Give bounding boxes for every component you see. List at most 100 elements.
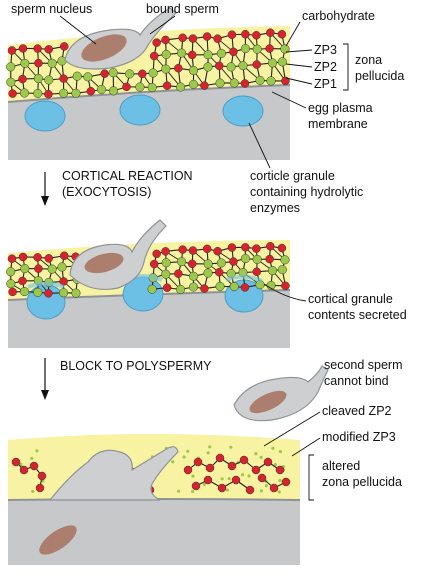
zp3-glycoprotein [252, 244, 261, 253]
cleaved-zp2-fragment [208, 445, 212, 449]
zp3-glycoprotein [229, 47, 238, 57]
zp3-glycoprotein [187, 259, 197, 269]
label-zona: zona [355, 53, 382, 67]
cleaved-zp2-fragment [202, 482, 206, 487]
sperm-nucleus [84, 252, 124, 274]
cleaved-zp2-fragment [186, 449, 190, 453]
zp2-glycoprotein [83, 72, 93, 82]
zp2-glycoprotein [96, 84, 107, 95]
leader-line [271, 91, 307, 109]
zp3-glycoprotein [161, 247, 170, 256]
zp3-glycoprotein [8, 287, 17, 297]
label-zp2: ZP2 [314, 60, 337, 74]
cleaved-zp2-fragment [206, 451, 210, 455]
modified-zp3-glycoprotein [19, 465, 29, 475]
zp2-glycoprotein [238, 61, 248, 71]
zp2-glycoprotein [44, 75, 54, 85]
cleaved-zp2-fragment [259, 489, 263, 493]
zp3-glycoprotein [44, 89, 53, 99]
zp2-glycoprotein [277, 265, 287, 275]
zp2-glycoprotein [188, 271, 199, 281]
label-altered: altered [322, 459, 360, 473]
leader-line [248, 122, 271, 169]
zp3-glycoprotein [241, 29, 250, 39]
leader-line [285, 63, 313, 68]
zp3-glycoprotein [252, 267, 261, 277]
label-second-sperm-2: cannot bind [324, 374, 389, 388]
zp2-glycoprotein [177, 48, 187, 58]
step-block-to-polyspermy: BLOCK TO POLYSPERMY [41, 358, 212, 400]
zp3-glycoprotein [149, 259, 159, 269]
cleaved-zp2-fragment [171, 460, 175, 464]
cortical-granule [119, 94, 161, 126]
panel-3-labels: second sperm cannot bind cleaved ZP2 mod… [263, 358, 403, 501]
zp2-glycoprotein [161, 269, 171, 279]
label-modified-zp3: modified ZP3 [322, 430, 396, 444]
zp2-glycoprotein [203, 50, 213, 60]
modified-zp3-glycoprotein [257, 473, 267, 483]
panel-2-zona-exocytosis [6, 219, 291, 348]
zp2-glycoprotein [267, 265, 278, 276]
zp2-glycoprotein [6, 62, 16, 72]
zp3-glycoprotein [161, 35, 170, 45]
zp2-glycoprotein [47, 58, 57, 68]
cleaved-zp2-fragment [191, 489, 195, 494]
zp2-glycoprotein [19, 287, 30, 297]
label-granule-1: corticle granule [250, 169, 335, 183]
modified-zp3-glycoprotein [203, 475, 213, 485]
zp3-glycoprotein [34, 264, 43, 273]
zp2-glycoprotein [203, 259, 213, 269]
zp2-glycoprotein [147, 82, 157, 93]
zp2-glycoprotein [6, 279, 16, 289]
arrowhead-icon [41, 390, 49, 400]
zp3-glycoprotein [178, 245, 187, 254]
leader-line [149, 15, 176, 35]
cleaved-zp2-fragment [35, 449, 39, 453]
zp2-glycoprotein [280, 255, 290, 265]
zp3-glycoprotein [213, 246, 222, 256]
zp2-glycoprotein [280, 44, 290, 54]
zp2-glycoprotein [267, 58, 278, 68]
cleaved-zp2-fragment [31, 489, 35, 494]
step-cortical-reaction: CORTICAL REACTION (EXOCYTOSIS) [41, 169, 193, 206]
label-secreted-1: cortical granule [308, 292, 393, 306]
zp3-glycoprotein [152, 38, 161, 47]
label-pellucida: pellucida [355, 69, 404, 83]
label-secreted-2: contents secreted [308, 308, 407, 322]
label-granule-2: containing hydrolytic [250, 185, 363, 199]
panel-1-labels: sperm nucleus bound sperm carbohydrate Z… [11, 2, 404, 215]
altered-zona-bracket [308, 454, 314, 501]
modified-zp3-glycoprotein [231, 475, 241, 485]
zp2-glycoprotein [161, 258, 171, 268]
zp2-glycoprotein [19, 88, 30, 98]
zp2-glycoprotein [6, 267, 16, 277]
zp3-glycoprotein [33, 253, 42, 262]
cleaved-zp2-fragment [176, 489, 181, 493]
panel-1-zona-before [6, 7, 291, 160]
panel-2-labels: cortical granule contents secreted [263, 283, 407, 322]
zp2-glycoprotein [177, 257, 187, 267]
zp2-glycoprotein [252, 254, 262, 265]
modified-zp3-glycoprotein [269, 483, 279, 493]
cleaved-zp2-fragment [278, 478, 282, 483]
egg-cytoplasm [8, 290, 290, 348]
zp3-glycoprotein [60, 42, 69, 51]
zp2-glycoprotein [188, 282, 199, 292]
zp-glycoprotein-network [6, 28, 290, 99]
zp3-glycoprotein [34, 58, 43, 68]
step1-subtitle: (EXOCYTOSIS) [62, 185, 151, 199]
zp3-glycoprotein [44, 289, 53, 298]
modified-zp3-glycoprotein [245, 485, 255, 495]
zp3-glycoprotein [18, 276, 27, 286]
cleaved-zp2-fragment [259, 455, 263, 459]
zp2-glycoprotein [216, 48, 226, 58]
zp3-glycoprotein [59, 74, 68, 83]
zp2-glycoprotein [33, 88, 43, 98]
zp2-glycoprotein [108, 86, 119, 96]
modified-zp3-glycoprotein [205, 463, 215, 473]
zp3-glycoprotein [252, 31, 261, 40]
zp3-glycoprotein [214, 267, 224, 277]
zp2-glycoprotein [6, 77, 16, 87]
